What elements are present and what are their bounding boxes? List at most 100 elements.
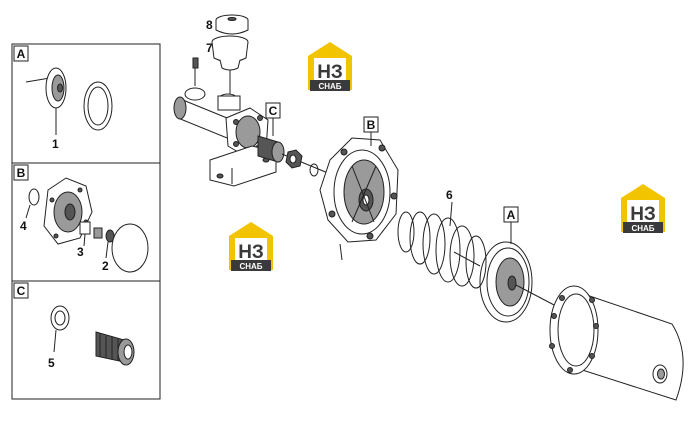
seal-ring-inner [54,310,66,326]
flange-bolt [233,141,239,147]
main-diaphragm [453,241,557,323]
boss-2-body [217,95,241,111]
small-o-ring [28,188,40,206]
cover-bolt [390,192,398,200]
spring-coil [449,225,475,287]
bleed-screw [192,57,199,69]
logo-banner [231,260,271,271]
part-6-spring: 6 [397,188,487,289]
flag-b: B [363,116,379,146]
nut-washer [281,149,341,179]
washer [309,163,319,177]
thin-disk [111,223,149,273]
logo-word: СНАБ [239,262,262,271]
box-b-label: B [17,166,26,180]
callout-leader-3 [83,233,86,247]
flag-b-label: B [367,118,376,132]
logo-banner [310,80,350,91]
callout-1: 1 [52,137,59,151]
cover-plate-hub [64,203,76,221]
inset-box-b: B 4 3 2 [13,164,149,273]
flag-a-label: A [507,208,516,222]
spring-coil [422,213,446,275]
box-c-tag [13,282,29,299]
diaphragm-rim [479,241,533,323]
spring-coil [409,211,431,265]
callout-leader-6 [449,201,453,227]
inset-frame [11,43,161,400]
cover-bolt [340,148,348,156]
logo-word: СНАБ [631,224,654,233]
canister-bolt [551,313,557,319]
watermark-logo: НЗ СНАБ [229,222,273,271]
canister-bolt [549,343,555,349]
canister-housing [549,285,684,401]
bolt [77,187,83,193]
cap-side [215,20,249,35]
callout-6: 6 [446,188,453,202]
box-b-tag [13,164,29,181]
box-a-label: A [17,47,26,61]
logo-letters: НЗ [238,242,264,263]
inset-box-a: A 1 [13,45,113,151]
cover-bolt [328,210,336,218]
boss-1 [184,87,206,101]
spring-coil [435,217,461,283]
logo-letters: НЗ [630,204,656,225]
callout-5: 5 [48,356,55,370]
cylinder-end [173,96,187,120]
flag-a: A [503,206,519,244]
inset-panel: A 1 B 4 [11,43,161,400]
rib [351,165,375,223]
bolt [53,233,59,239]
canister-bolt [567,367,573,373]
watermark-logo: НЗ СНАБ [621,184,665,233]
callout-4: 4 [20,219,27,233]
box-c-label: C [17,284,26,298]
logo-letters: НЗ [317,62,343,83]
logo-banner [623,222,663,233]
flange-bore [235,115,261,149]
master-cylinder-body [173,87,285,187]
reservoir-body [211,41,249,63]
cover-bolt [366,232,374,240]
logo-window [235,238,267,262]
canister-bolt [589,297,595,303]
diaphragm-nut [507,275,517,291]
main-cover-plate [319,137,399,261]
watermark-logo: НЗ СНАБ [308,42,352,91]
o-ring-large [83,81,113,131]
spring-coil [397,211,415,253]
reservoir-neck [219,59,241,71]
cover-bolt [378,144,386,152]
diaphragm-hub [57,83,63,93]
threaded-nipple-bore [123,344,133,360]
seal-nut [79,221,91,235]
callout-leader-4 [25,204,31,219]
valve-insert [93,227,103,239]
callout-leader-5 [53,329,57,353]
callout-8: 8 [206,18,213,32]
logo-window [314,58,346,82]
push-rod [453,251,481,267]
o-ring-large-inner [87,86,109,126]
hex-nut-bore [289,154,297,164]
part-7-reservoir: 7 [206,35,249,94]
flange-bolt [257,115,263,121]
callout-7: 7 [206,41,213,55]
cover-lug [339,243,343,261]
logo-word: СНАБ [318,82,341,91]
flag-c: C [265,102,281,136]
callout-2: 2 [102,259,109,273]
seal-ring [50,305,70,331]
logo-window [627,200,659,224]
outlet-end [271,141,285,163]
flag-c-label: C [269,104,278,118]
box-a-tag [13,45,29,62]
callout-3: 3 [77,245,84,259]
bleed-fitting [192,57,199,86]
flange-bolt [233,119,239,125]
canister-bolt [589,353,595,359]
